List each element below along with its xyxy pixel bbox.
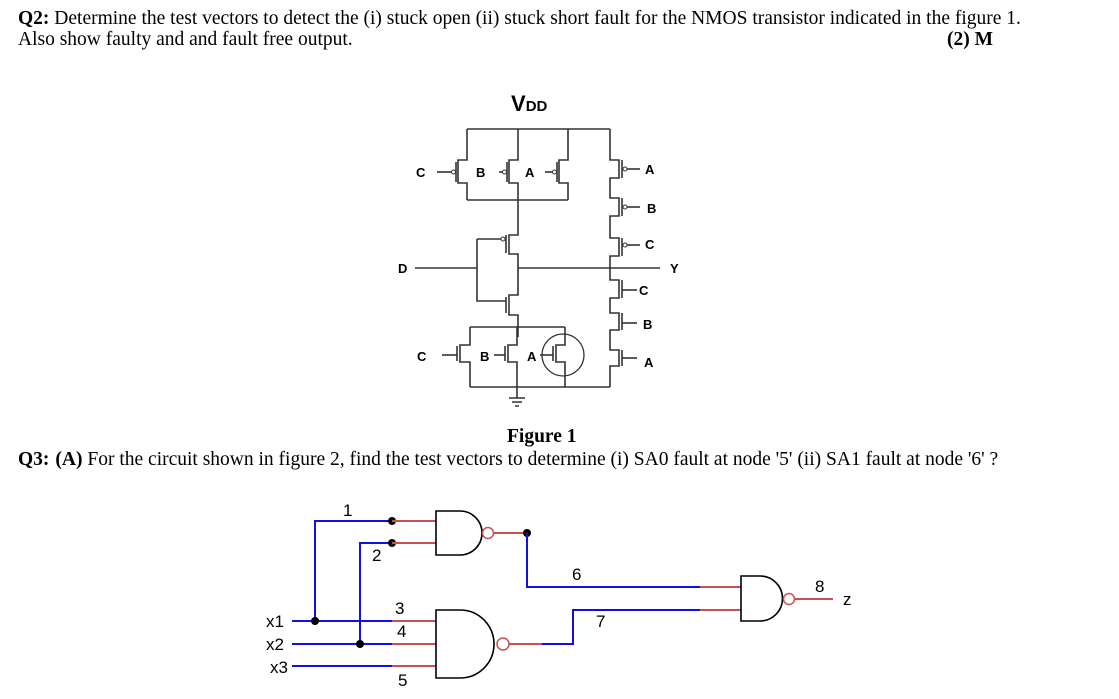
pmos-parallel-network	[437, 129, 569, 230]
figure-1-caption: Figure 1	[507, 426, 577, 447]
pmos-c-label: C	[416, 165, 426, 180]
pmos-b-label: B	[476, 165, 485, 180]
vdd-label: VDD	[511, 91, 548, 116]
q2-line-1: Q2: Determine the test vectors to detect…	[18, 8, 1021, 30]
q2-marks: (2) M	[947, 29, 994, 50]
q2-label: Q2:	[18, 8, 50, 29]
right-n-b-label: B	[643, 317, 652, 332]
nand-gate-1	[435, 510, 483, 556]
q3-part: (A)	[55, 449, 83, 470]
junction-dot	[356, 640, 364, 648]
junction-dot	[311, 617, 319, 625]
node-7-label: 7	[596, 612, 605, 631]
input-x2-label: x2	[266, 635, 284, 654]
nmos-b-label: B	[480, 349, 489, 364]
q2-text: Determine the test vectors to detect the…	[49, 8, 1021, 29]
output-z-label: z	[843, 590, 852, 609]
d-label: D	[398, 261, 407, 276]
y-label: Y	[670, 261, 679, 276]
nand-gate-3	[740, 575, 784, 622]
nmos-parallel-network	[442, 326, 610, 407]
right-p-c-label: C	[645, 237, 655, 252]
right-n-c-label: C	[639, 283, 649, 298]
node-3-label: 3	[395, 599, 404, 618]
input-x3-label: x3	[270, 658, 288, 677]
right-p-a-label: A	[645, 162, 655, 177]
figure-2-circuit	[292, 510, 833, 679]
q2-line-2: Also show faulty and and fault free outp…	[18, 29, 353, 50]
pmos-a-label: A	[525, 165, 535, 180]
series-stack	[609, 129, 640, 387]
node-6-label: 6	[572, 565, 581, 584]
fault-circle-marker	[541, 333, 585, 377]
inverter-stage	[415, 230, 660, 337]
node-2-label: 2	[372, 546, 381, 565]
nmos-c-label: C	[417, 349, 427, 364]
node-4-label: 4	[397, 622, 406, 641]
nand-gate-2	[435, 609, 495, 679]
node-1-label: 1	[343, 501, 352, 520]
q3-line: Q3:(A) For the circuit shown in figure 2…	[18, 449, 998, 471]
q3-text: For the circuit shown in figure 2, find …	[82, 449, 999, 470]
right-n-a-label: A	[644, 355, 654, 370]
node-8-label: 8	[815, 577, 824, 596]
right-p-b-label: B	[647, 201, 656, 216]
input-x1-label: x1	[266, 612, 284, 631]
q3-label: Q3:	[18, 449, 50, 470]
nmos-a-label: A	[527, 349, 537, 364]
node-5-label: 5	[398, 671, 407, 690]
